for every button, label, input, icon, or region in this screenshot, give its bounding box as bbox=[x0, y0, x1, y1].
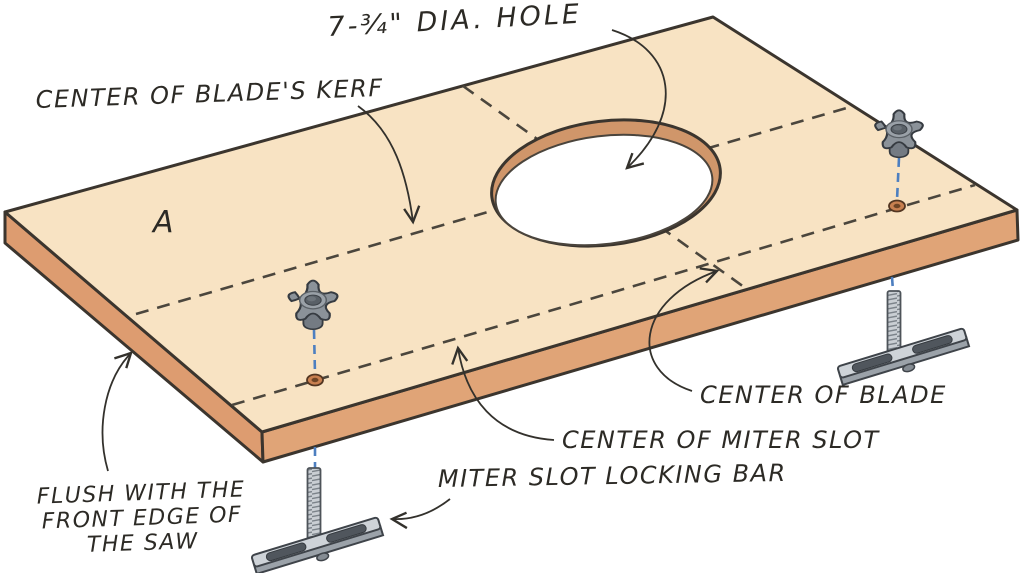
right-bolt-hole-center bbox=[893, 203, 901, 209]
label-hole-diameter: 7-¾" DIA. HOLE bbox=[327, 0, 583, 43]
label-center-of-blade: CENTER OF BLADE bbox=[700, 381, 947, 409]
label-flush-line3: THE SAW bbox=[87, 529, 200, 558]
left-knob-alignment-dash bbox=[312, 329, 317, 375]
label-part-a: A bbox=[151, 205, 175, 240]
left-locking-bar-nut bbox=[316, 552, 330, 562]
left-bolt-hole bbox=[306, 373, 324, 387]
right-locking-bar-slot-1 bbox=[851, 353, 893, 373]
right-knob-neck bbox=[888, 141, 910, 159]
right-knob-alignment-dash bbox=[895, 157, 901, 201]
blade-centerline-dashed bbox=[462, 84, 745, 289]
miter-slot-centerline-dashed bbox=[231, 183, 976, 407]
right-locking-bar-slot-2 bbox=[912, 335, 953, 354]
center-blade-leader-arrow bbox=[648, 271, 717, 392]
blade-kerf-centerline-dashed bbox=[135, 105, 851, 316]
right-rod-alignment-dash bbox=[890, 276, 895, 292]
left-knob-neck bbox=[302, 312, 324, 331]
flush-leader-arrow bbox=[101, 353, 131, 472]
left-star-knob-icon bbox=[287, 279, 339, 331]
blade-hole-opening bbox=[494, 133, 714, 247]
hole-dia-leader-arrow bbox=[611, 29, 667, 168]
right-knob-recess-highlight bbox=[893, 125, 902, 131]
left-locking-bar-slot-2 bbox=[326, 524, 367, 543]
right-bolt-hole bbox=[888, 199, 906, 213]
left-locking-bar bbox=[250, 516, 385, 573]
label-miter-slot-locking-bar: MITER SLOT LOCKING BAR bbox=[438, 459, 787, 493]
label-flush-front-edge: FLUSH WITH THE FRONT EDGE OF THE SAW bbox=[36, 477, 245, 558]
left-locking-bar-slot-1 bbox=[265, 542, 307, 562]
locking-bar-leader-arrow bbox=[392, 498, 451, 519]
label-blade-kerf: CENTER OF BLADE'S KERF bbox=[35, 74, 384, 114]
left-bolt-hole-center bbox=[311, 377, 319, 383]
left-threaded-rod bbox=[306, 467, 322, 541]
label-center-of-miter-slot: CENTER OF MITER SLOT bbox=[562, 426, 881, 454]
right-star-knob-icon bbox=[874, 109, 924, 159]
blade-hole bbox=[490, 118, 722, 248]
left-knob-recess-highlight bbox=[307, 296, 316, 302]
right-locking-bar bbox=[836, 327, 971, 387]
kerf-leader-arrow bbox=[357, 105, 413, 222]
center-miter-leader-arrow bbox=[458, 348, 555, 441]
right-locking-bar-nut bbox=[902, 363, 916, 373]
